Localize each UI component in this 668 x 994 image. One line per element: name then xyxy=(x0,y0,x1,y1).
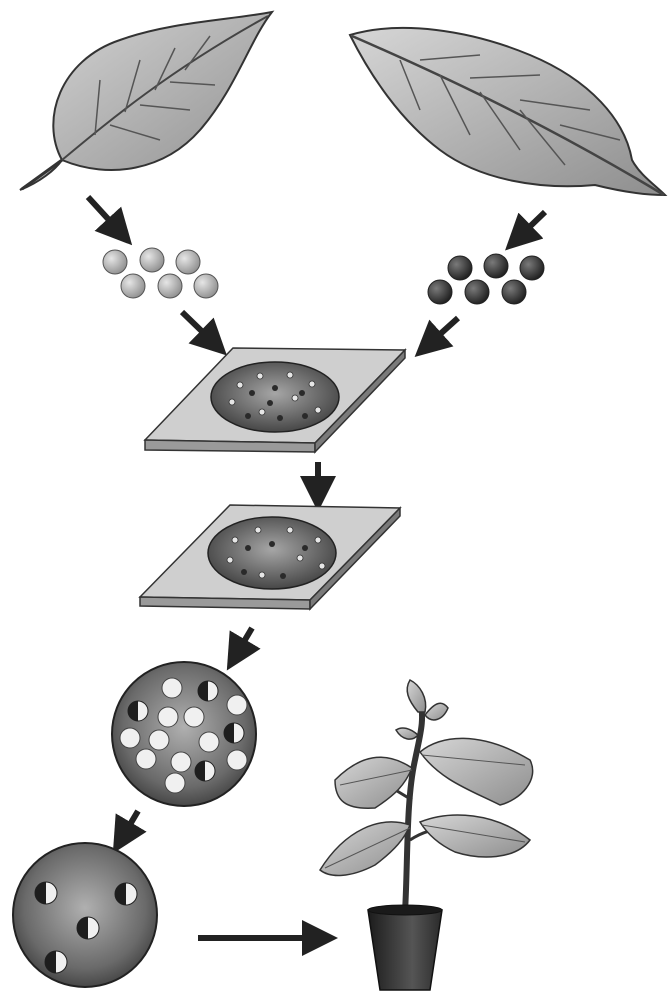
protoplast-group-b-icon xyxy=(428,254,544,304)
fused-cell xyxy=(77,917,99,939)
hybrid-cell-cluster-icon xyxy=(112,662,256,806)
fused-cell xyxy=(128,701,148,721)
arrow-group-b-to-plate xyxy=(428,318,458,345)
fused-cell xyxy=(198,681,218,701)
arrow-leaf-a xyxy=(88,197,120,232)
fused-cell xyxy=(115,883,137,905)
arrow-cluster-to-selected xyxy=(122,811,138,838)
fused-cell xyxy=(45,951,67,973)
arrow-group-a-to-plate xyxy=(182,312,214,343)
selected-hybrid-cluster-icon xyxy=(13,843,157,987)
protoplast-group-a-icon xyxy=(103,248,218,298)
fused-cell xyxy=(35,882,57,904)
fused-cell xyxy=(195,761,215,781)
arrow-plate-to-cluster xyxy=(236,628,252,655)
leaf-a-icon xyxy=(20,12,272,190)
fused-cell xyxy=(224,723,244,743)
culture-plate-mixed-icon xyxy=(145,348,405,452)
arrow-leaf-b xyxy=(518,212,545,238)
culture-plate-fusing-icon xyxy=(140,505,400,609)
leaf-b-icon xyxy=(350,28,665,195)
potted-plant-icon xyxy=(320,680,533,990)
